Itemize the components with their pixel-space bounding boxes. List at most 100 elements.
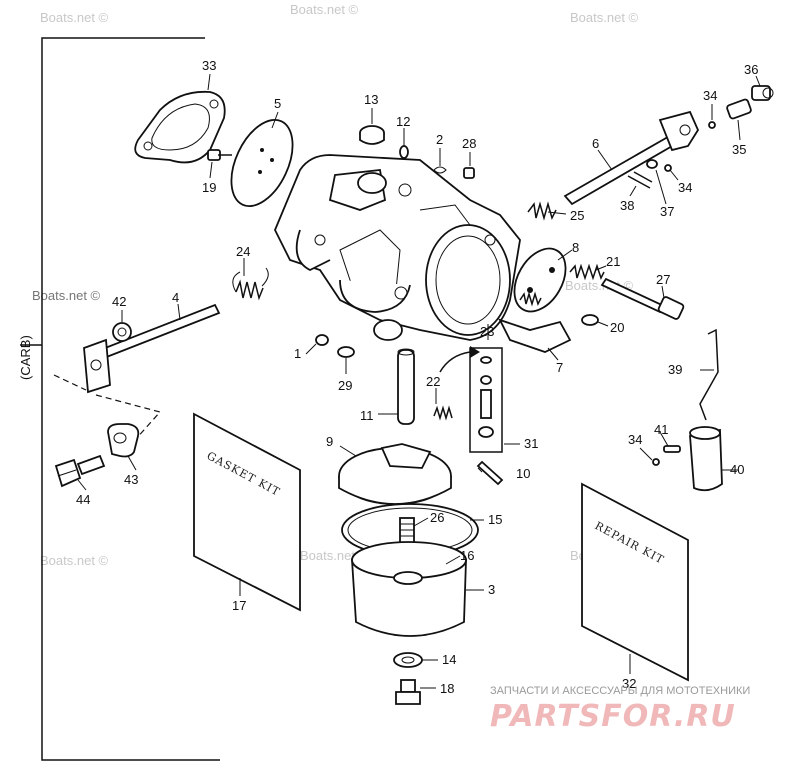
- part-20-screw: [581, 314, 599, 326]
- callout-34-top: 34: [703, 88, 717, 103]
- brand-logo: PARTSFOR.RU: [490, 699, 736, 734]
- callout-34-mid: 34: [678, 180, 692, 195]
- leader-lines: [77, 73, 761, 689]
- callout-10: 10: [516, 466, 530, 481]
- part-12-jet: [399, 145, 409, 159]
- callout-36: 36: [744, 62, 758, 77]
- part-3-float-bowl: [350, 541, 467, 637]
- callout-8: 8: [572, 240, 579, 255]
- part-25-spring: [527, 201, 557, 221]
- dashed-leaders: [53, 374, 162, 441]
- part-28-screw: [463, 167, 475, 179]
- callout-34-bottom: 34: [628, 432, 642, 447]
- callout-43: 43: [124, 472, 138, 487]
- callout-12: 12: [396, 114, 410, 129]
- callout-38: 38: [620, 198, 634, 213]
- callout-20: 20: [610, 320, 624, 335]
- watermark-mid-left: Boats.net ©: [32, 288, 101, 303]
- part-13-welch-plug: [359, 125, 385, 145]
- part-14-washer: [393, 652, 423, 668]
- callout-9: 9: [326, 434, 333, 449]
- carburetor-body: [274, 154, 521, 341]
- callout-42: 42: [112, 294, 126, 309]
- callout-32: 32: [622, 676, 636, 691]
- watermark-bottom-left: Boats.net ©: [40, 553, 109, 568]
- callout-35: 35: [732, 142, 746, 157]
- watermark-top-right: Boats.net ©: [570, 10, 639, 25]
- callout-39: 39: [668, 362, 682, 377]
- part-5-throttle-plate: [230, 118, 294, 208]
- callout-4: 4: [172, 290, 179, 305]
- callout-29: 29: [338, 378, 352, 393]
- assembly-bracket: (CARB): [18, 37, 220, 761]
- callout-6: 6: [592, 136, 599, 151]
- part-17-gasket-kit: GASKET KIT: [193, 412, 301, 612]
- callout-21: 21: [606, 254, 620, 269]
- part-41-pin: [663, 445, 681, 453]
- part-34-clip-top: [708, 121, 716, 129]
- partsfor-branding: ЗАПЧАСТИ И АКСЕССУАРЫ ДЛЯ МОТОТЕХНИКИ PA…: [490, 685, 750, 734]
- callout-31: 31: [524, 436, 538, 451]
- callout-18: 18: [440, 681, 454, 696]
- callout-26: 26: [430, 510, 444, 525]
- part-22-spring: [433, 405, 453, 421]
- watermark-top-center: Boats.net ©: [290, 2, 359, 17]
- part-24-spring: [232, 267, 269, 301]
- part-39-wire: [699, 328, 719, 421]
- callout-5: 5: [274, 96, 281, 111]
- callout-40: 40: [730, 462, 744, 477]
- watermark-top-left: Boats.net ©: [40, 10, 109, 25]
- part-31-inlet-needle-assembly: [469, 347, 503, 453]
- part-11-main-nozzle: [397, 348, 415, 425]
- callout-14: 14: [442, 652, 456, 667]
- carb-side-label: (CARB): [18, 335, 33, 380]
- brand-tagline: ЗАПЧАСТИ И АКСЕССУАРЫ ДЛЯ МОТОТЕХНИКИ: [490, 685, 750, 697]
- callout-1: 1: [294, 346, 301, 361]
- part-10-float-pin: [476, 460, 504, 486]
- callout-23: 23: [480, 324, 494, 339]
- callout-28: 28: [462, 136, 476, 151]
- part-34-clip-mid: [664, 164, 672, 172]
- callout-15: 15: [488, 512, 502, 527]
- callout-16: 16: [460, 548, 474, 563]
- callout-24: 24: [236, 244, 250, 259]
- callout-27: 27: [656, 272, 670, 287]
- callout-17: 17: [232, 598, 246, 613]
- callout-33: 33: [202, 58, 216, 73]
- callout-22: 22: [426, 374, 440, 389]
- part-26-spring: [399, 517, 415, 545]
- part-29-screw: [337, 346, 355, 358]
- part-32-repair-kit: REPAIR KIT: [581, 482, 689, 682]
- callout-44: 44: [76, 492, 90, 507]
- callout-11: 11: [360, 408, 374, 423]
- part-38-pin: [627, 171, 653, 189]
- part-8-choke-plate: [513, 247, 567, 313]
- assembly-arrow: [439, 346, 480, 373]
- part-21-spring: [569, 263, 605, 281]
- part-7-bracket: [498, 291, 572, 353]
- callout-37: 37: [660, 204, 674, 219]
- callout-41: 41: [654, 422, 668, 437]
- part-34-clip-bottom: [652, 458, 660, 466]
- callout-2: 2: [436, 132, 443, 147]
- part-2-spring-clip: [433, 166, 447, 174]
- part-27-idle-needle: [600, 277, 685, 320]
- part-43-bushing: [107, 423, 140, 458]
- callout-13: 13: [364, 92, 378, 107]
- part-37-washer: [646, 159, 658, 169]
- callout-25: 25: [570, 208, 584, 223]
- callout-7: 7: [556, 360, 563, 375]
- callout-3: 3: [488, 582, 495, 597]
- part-4-throttle-shaft: [83, 303, 221, 394]
- part-36-screw: [751, 85, 774, 101]
- callouts: 33 5 13 12 2 28 19 24 4 42 6 34 36 35 34…: [76, 58, 758, 696]
- part-40-cylinder: [689, 426, 723, 492]
- part-19-screw: [207, 149, 232, 161]
- part-6-choke-shaft: [563, 110, 700, 206]
- callout-19: 19: [202, 180, 216, 195]
- part-18-bowl-bolt: [395, 679, 421, 705]
- part-35-fitting: [726, 98, 752, 120]
- part-44-screw: [54, 454, 106, 488]
- part-33-flange-gasket: [134, 90, 226, 164]
